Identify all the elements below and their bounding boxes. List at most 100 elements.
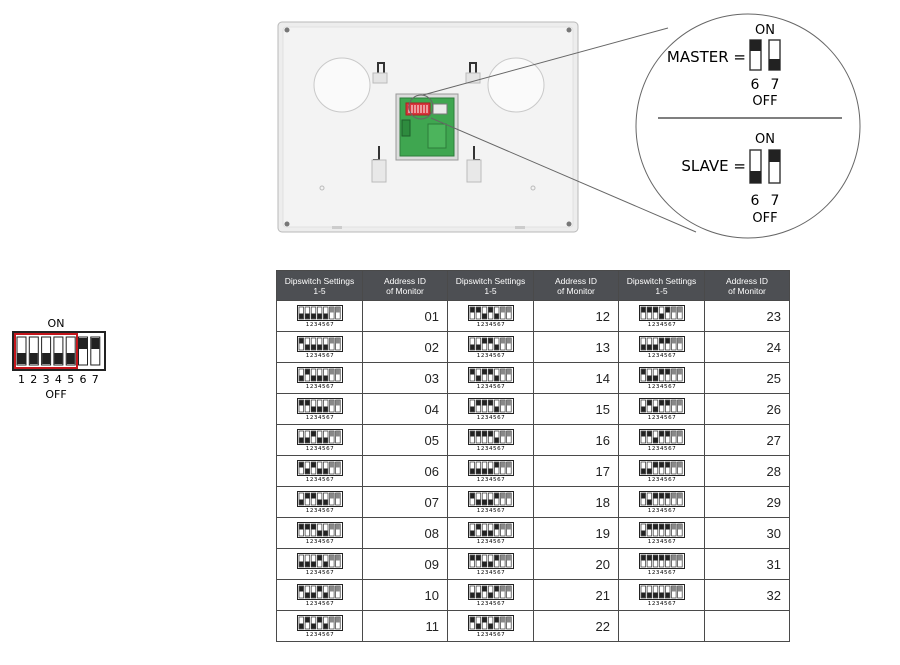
dip-switch-slot bbox=[475, 492, 481, 506]
dipswitch-setting-cell: 1234567 bbox=[447, 455, 534, 487]
dip-switch-numbers: 1234567 bbox=[476, 539, 504, 544]
slave-switch-7-number: 7 bbox=[771, 193, 780, 209]
dip-switch-lever bbox=[311, 375, 315, 381]
dip-switch-slot bbox=[310, 306, 316, 320]
dip-switch-slot bbox=[310, 399, 316, 413]
dip-switch-lever bbox=[335, 431, 340, 437]
dip-switch-slot bbox=[646, 554, 652, 568]
dip-switch-lever bbox=[323, 344, 328, 350]
dip-switch-lever bbox=[298, 375, 303, 381]
dip-switch-slot bbox=[334, 337, 341, 351]
dip-switch-lever bbox=[640, 493, 645, 499]
dip-switch-lever bbox=[335, 369, 340, 375]
dip-switch-slot bbox=[304, 461, 310, 475]
dip-switch-lever bbox=[506, 462, 511, 468]
dip-switch-slot bbox=[334, 461, 341, 475]
dip-switch-lever bbox=[646, 344, 651, 350]
dip-switch-slot bbox=[469, 492, 475, 506]
address-id-cell: 20 bbox=[533, 548, 619, 580]
dip-switch-slot bbox=[304, 492, 310, 506]
dip-switch-lever bbox=[659, 313, 664, 319]
dip-switch-lever bbox=[329, 338, 334, 344]
dip-switch-slot bbox=[310, 368, 316, 382]
dip-switch-lever bbox=[469, 592, 474, 598]
dip-switch-lever bbox=[329, 586, 334, 592]
dip-switch-slot bbox=[640, 306, 646, 320]
dip-switch-lever bbox=[329, 307, 334, 313]
dip-switch-slot bbox=[334, 399, 341, 413]
dip-switch-lever bbox=[317, 555, 322, 561]
dip-switch-numbers: 1234567 bbox=[476, 384, 504, 389]
dip-switch-slot bbox=[316, 585, 322, 599]
address-id-value: 29 bbox=[766, 494, 781, 510]
dip-switch-slot bbox=[658, 554, 664, 568]
dip-switch-slot bbox=[475, 399, 481, 413]
dip-switch-slot bbox=[652, 585, 658, 599]
dip-switch-lever bbox=[323, 468, 328, 474]
dip-switch-slot bbox=[670, 523, 676, 537]
dip-switch-lever bbox=[329, 555, 334, 561]
dip-switch-lever bbox=[482, 338, 486, 344]
dip-switch-slot bbox=[310, 616, 316, 630]
dip-switch-slot bbox=[652, 523, 658, 537]
dip-switch-slot bbox=[658, 492, 664, 506]
dipswitch-setting-cell: 1234567 bbox=[447, 579, 534, 611]
dip-switch-slot bbox=[640, 461, 646, 475]
dip-switch-slot bbox=[328, 399, 334, 413]
dip-switch-slot bbox=[328, 368, 334, 382]
dip-switch-lever bbox=[653, 406, 657, 412]
dip-switch-slot bbox=[664, 523, 670, 537]
dip-switch-slot bbox=[646, 461, 652, 475]
dip-switch-lever bbox=[659, 338, 664, 344]
dip-switch-lever bbox=[488, 431, 493, 437]
dip-switch-lever bbox=[665, 338, 670, 344]
dip-switch-lever bbox=[323, 406, 328, 412]
dip-switch-slot bbox=[505, 523, 512, 537]
dip-switch-slot bbox=[469, 585, 475, 599]
dip-switch-numbers: 1234567 bbox=[647, 415, 675, 420]
dip-switch-slot bbox=[469, 337, 475, 351]
address-id-cell: 06 bbox=[362, 455, 448, 487]
dip-switch-slot bbox=[298, 523, 304, 537]
dipswitch-setting-cell: 1234567 bbox=[276, 579, 363, 611]
address-id-cell: 09 bbox=[362, 548, 448, 580]
dip-switch-slot bbox=[475, 368, 481, 382]
dip-switch-slot bbox=[304, 399, 310, 413]
dip-switch-lever bbox=[671, 369, 676, 375]
dip-switch-slot bbox=[640, 554, 646, 568]
dip-switch-numbers: 1234567 bbox=[476, 601, 504, 606]
master-label: MASTER = bbox=[667, 48, 746, 66]
address-id-value: 03 bbox=[424, 370, 439, 386]
dip-switch-lever bbox=[677, 586, 682, 592]
dip-switch-lever bbox=[323, 375, 328, 381]
dipswitch-setting-icon: 1234567 bbox=[296, 584, 343, 606]
legend-switch-lever-1 bbox=[17, 353, 26, 364]
dip-switch-lever bbox=[311, 462, 315, 468]
dipswitch-setting-icon: 1234567 bbox=[296, 615, 343, 637]
address-id-value: 19 bbox=[595, 525, 610, 541]
dip-switch-lever bbox=[659, 524, 664, 530]
dip-switch-lever bbox=[665, 307, 670, 313]
dip-switch-slot bbox=[481, 585, 487, 599]
dipswitch-setting-cell: 1234567 bbox=[276, 548, 363, 580]
dip-switch-lever bbox=[304, 592, 309, 598]
dip-switch-slot bbox=[481, 368, 487, 382]
dip-switch-slot bbox=[499, 585, 505, 599]
dip-switch-lever bbox=[323, 499, 328, 505]
dip-switch-numbers: 1234567 bbox=[647, 322, 675, 327]
dip-switch-lever bbox=[646, 468, 651, 474]
dip-switch-slot bbox=[487, 337, 493, 351]
dip-switch-slot bbox=[316, 554, 322, 568]
dip-switch-lever bbox=[469, 406, 474, 412]
dip-switch-numbers: 1234567 bbox=[476, 477, 504, 482]
dip-switch-slot bbox=[475, 585, 481, 599]
dip-switch-lever bbox=[653, 555, 657, 561]
dip-switch-lever bbox=[482, 561, 486, 567]
dip-switch-slot bbox=[322, 461, 328, 475]
address-id-value: 24 bbox=[766, 339, 781, 355]
dip-switch-lever bbox=[304, 524, 309, 530]
